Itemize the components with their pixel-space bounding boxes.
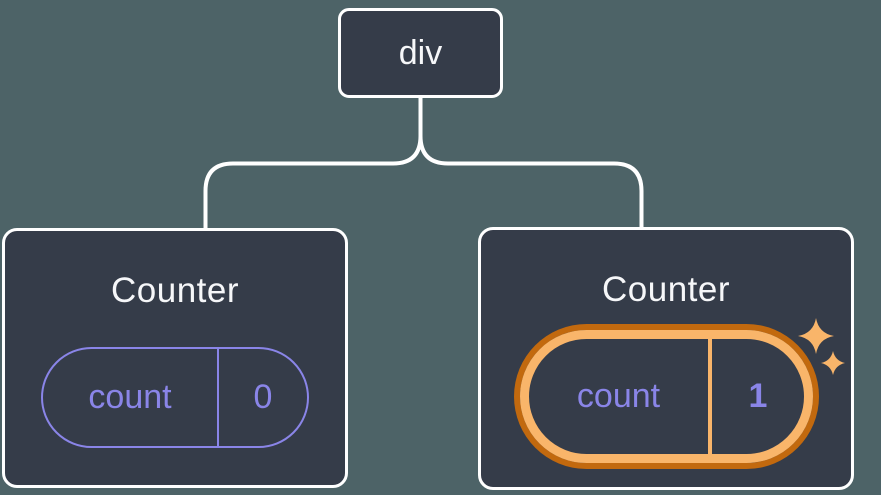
sparkle-small bbox=[821, 351, 845, 375]
component-card-left: Counter count 0 bbox=[2, 228, 348, 488]
connector-branch-left bbox=[203, 96, 423, 230]
state-pill-highlighted: count 1 bbox=[520, 330, 813, 463]
root-node-label: div bbox=[398, 33, 443, 72]
root-node: div bbox=[338, 8, 503, 98]
component-title: Counter bbox=[110, 271, 240, 310]
state-key-label: count bbox=[576, 377, 661, 415]
connector-branch-right bbox=[418, 96, 644, 229]
state-pill: count 0 bbox=[41, 347, 309, 448]
state-value: 0 bbox=[253, 378, 273, 416]
state-divider bbox=[217, 349, 219, 446]
sparkle-large bbox=[798, 318, 834, 354]
state-value: 1 bbox=[748, 377, 768, 415]
state-divider bbox=[708, 339, 712, 454]
sparkles-icon bbox=[798, 318, 845, 375]
component-card-right: Counter count 1 bbox=[478, 227, 854, 490]
component-title: Counter bbox=[601, 270, 731, 309]
state-key-label: count bbox=[88, 378, 172, 416]
